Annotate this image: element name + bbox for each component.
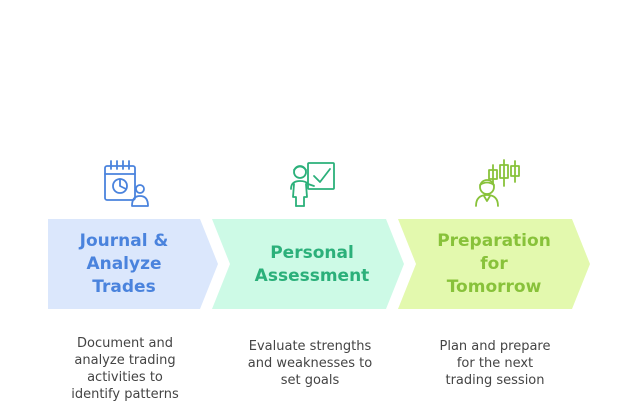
step-1-title: Journal & Analyze Trades bbox=[79, 231, 169, 297]
presenter-checkmark-icon bbox=[290, 162, 335, 207]
step-3-description: Plan and prepare for the next trading se… bbox=[439, 339, 551, 388]
step-3-chevron bbox=[398, 219, 590, 309]
calendar-chart-user-icon bbox=[104, 160, 149, 207]
person-candlestick-icon bbox=[475, 159, 520, 207]
step-2-chevron bbox=[212, 219, 404, 309]
step-1-description: Document and analyze trading activities … bbox=[71, 336, 179, 402]
step-3-title: Preparation for Tomorrow bbox=[437, 231, 551, 297]
step-1-chevron bbox=[48, 219, 218, 309]
step-2-title: Personal Assessment bbox=[254, 243, 370, 286]
step-2-description: Evaluate strengths and weaknesses to set… bbox=[247, 339, 373, 388]
